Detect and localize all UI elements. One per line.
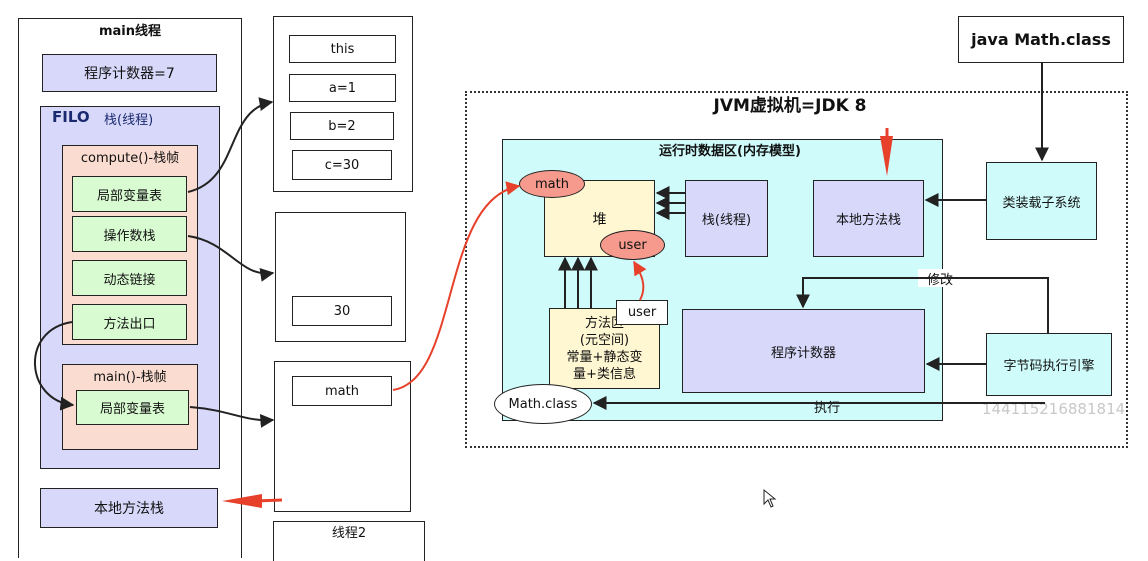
main-local-vars-table: 局部变量表 xyxy=(76,390,189,425)
main-thread-panel xyxy=(18,18,242,558)
operand-value-cell: 30 xyxy=(292,296,392,326)
heap-user-object: user xyxy=(600,230,665,260)
locals-panel xyxy=(273,16,413,192)
method-exit: 方法出口 xyxy=(72,304,187,340)
filo-label: FILO xyxy=(52,108,90,126)
main-thread-title: main线程 xyxy=(98,23,162,39)
heap-math-object: math xyxy=(519,170,585,198)
operand-stack: 操作数栈 xyxy=(72,216,187,252)
cursor-icon xyxy=(763,488,777,508)
dynamic-link: 动态链接 xyxy=(72,260,187,296)
runtime-data-area-title: 运行时数据区(内存模型) xyxy=(659,143,801,159)
local-b-cell: b=2 xyxy=(290,112,394,140)
local-c-cell: c=30 xyxy=(292,150,392,180)
java-class-box: java Math.class xyxy=(958,16,1124,63)
jvm-stack-box: 栈(线程) xyxy=(685,180,768,257)
local-vars-table: 局部变量表 xyxy=(72,176,187,212)
watermark: 144115216881814 xyxy=(982,400,1126,418)
program-counter-box: 程序计数器=7 xyxy=(42,54,217,92)
math-class-oval: Math.class xyxy=(494,384,592,424)
stack-thread-label: 栈(线程) xyxy=(104,113,154,128)
exec-engine-box: 字节码执行引擎 xyxy=(986,333,1112,396)
thread2-panel xyxy=(273,521,425,561)
execute-label: 执行 xyxy=(805,397,849,416)
jvm-program-counter-box: 程序计数器 xyxy=(682,309,925,393)
native-method-stack-left: 本地方法栈 xyxy=(40,488,218,528)
thread2-label: 线程2 xyxy=(331,525,367,541)
jvm-title: JVM虚拟机=JDK 8 xyxy=(713,95,867,116)
method-area-user-tag: user xyxy=(616,300,668,325)
main-frame-title: main()-栈帧 xyxy=(93,369,167,385)
local-a-cell: a=1 xyxy=(289,74,396,102)
math-ref-cell: math xyxy=(292,376,392,406)
jvm-native-stack-box: 本地方法栈 xyxy=(813,180,924,257)
class-loader-box: 类装载子系统 xyxy=(986,162,1097,240)
local-this-cell: this xyxy=(289,35,396,63)
main-locals-panel xyxy=(274,361,411,512)
modify-label: 修改 xyxy=(918,269,962,288)
compute-frame-title: compute()-栈帧 xyxy=(80,150,180,166)
